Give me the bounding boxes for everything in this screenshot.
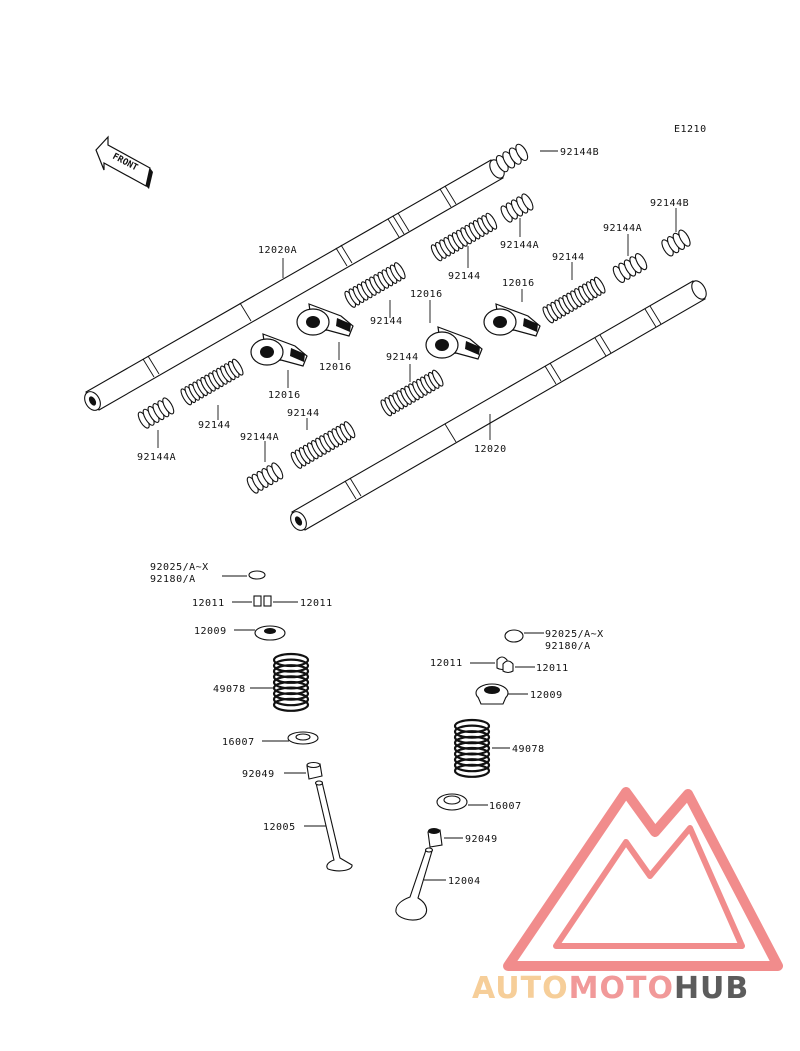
watermark-word-hub: HUB [674,971,749,1006]
spring-92144b-right [661,229,691,257]
label-shim-right-1: 92025/A~X [545,629,604,640]
label-shaft-lower: 12020 [474,444,507,455]
label-rocker-right: 12016 [502,278,535,289]
spring-92144a-3 [612,253,648,283]
valve-spring-right [453,718,491,778]
spring-92144-5 [180,358,244,406]
label-valve-right: 12004 [448,876,481,887]
label-spring-3: 92144 [370,316,403,327]
spring-92144-2 [542,276,606,324]
svg-text:AUTOMOTOHUB: AUTOMOTOHUB [472,971,749,1006]
front-arrow-icon: FRONT [95,135,153,189]
label-seal-right: 92049 [465,834,498,845]
spring-92144a-1 [137,397,175,429]
label-shim-left-2: 92180/A [150,574,196,585]
spring-92144a-4 [246,462,284,494]
rocker-arm-mid [296,303,354,337]
watermark-word-moto: MOTO [569,971,674,1006]
label-rocker-center: 12016 [410,289,443,300]
label-spring-b-right: 92144B [650,198,689,209]
label-spring-6: 92144 [287,408,320,419]
label-valve-left: 12005 [263,822,296,833]
label-spring-1: 92144 [448,271,481,282]
label-rocker-mid: 12016 [319,362,352,373]
spring-92144-1 [430,212,498,262]
label-seal-left: 92049 [242,769,275,780]
rocker-arm-right [483,303,541,337]
label-vspring-left: 49078 [213,684,246,695]
valve-spring-left [272,652,310,712]
rocker-shaft-upper [84,159,505,411]
spring-92144-6 [290,421,356,469]
watermark-logo: AUTOMOTOHUB [472,787,783,1006]
upper-labels: 92144B 92144B 92144A 92144A 92144 92144 … [137,147,689,463]
label-shaft-upper: 12020A [258,245,297,256]
label-rocker-left: 12016 [268,390,301,401]
spring-92144-4 [380,369,444,417]
label-spring-5: 92144 [198,420,231,431]
valve-assembly-left: 92025/A~X 92180/A 12011 12011 12009 4907… [150,562,353,872]
label-retainer-left: 12009 [194,626,227,637]
label-spring-a-3: 92144A [603,223,642,234]
watermark-word-auto: AUTO [472,971,569,1006]
valve-assembly-right: 92025/A~X 92180/A 12011 12011 12009 4907… [395,629,604,921]
rocker-arm-left [250,333,308,367]
label-keeper-right-a: 12011 [430,658,463,669]
spring-92144-3 [344,262,406,308]
label-retainer-right: 12009 [530,690,563,701]
label-spring-a-1: 92144A [137,452,176,463]
label-shim-right-2: 92180/A [545,641,591,652]
label-keeper-left-b: 12011 [300,598,333,609]
label-spring-a-4: 92144A [240,432,279,443]
spring-92144a-2 [500,193,534,223]
label-shim-left-1: 92025/A~X [150,562,209,573]
label-spring-2: 92144 [552,252,585,263]
label-spring-a-2: 92144A [500,240,539,251]
label-spring-b-top: 92144B [560,147,599,158]
label-keeper-left-a: 12011 [192,598,225,609]
rocker-shaft-lower [290,280,707,531]
label-vspring-right: 49078 [512,744,545,755]
label-keeper-right-b: 12011 [536,663,569,674]
rocker-arm-center [425,326,483,360]
spring-92144b-top [495,143,529,173]
label-seat-left: 16007 [222,737,255,748]
label-seat-right: 16007 [489,801,522,812]
label-spring-4: 92144 [386,352,419,363]
rocker-arms [250,303,541,367]
rocker-springs [137,143,691,494]
diagram-code: E1210 [674,124,707,135]
